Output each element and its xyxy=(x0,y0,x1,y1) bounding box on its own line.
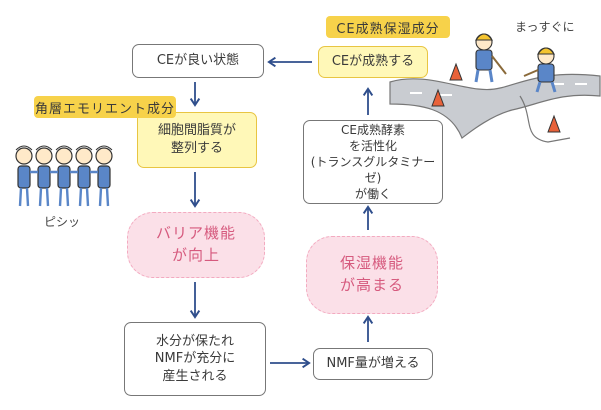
node-barrier-up: バリア機能 が向上 xyxy=(127,212,265,278)
node-enzyme-active: CE成熟酵素 を活性化 (トランスグルタミナーゼ) が働く xyxy=(303,120,443,204)
node-ce-mature: CEが成熟する xyxy=(318,46,428,78)
note-massugu-text: まっすぐに xyxy=(515,20,575,34)
node-nmf-increase: NMF量が増える xyxy=(313,348,433,380)
node-ce-good-state: CEが良い状態 xyxy=(132,44,264,78)
note-massugu: まっすぐに xyxy=(515,18,575,35)
node-lipids-aligned: 細胞間脂質が 整列する xyxy=(137,112,257,168)
node-nmf-produced: 水分が保たれ NMFが充分に 産生される xyxy=(124,322,266,396)
note-pishi-text: ピシッ xyxy=(44,215,81,229)
tag-ce-ingredient: CE成熟保湿成分 xyxy=(326,16,450,38)
node-moisture-up: 保湿機能 が高まる xyxy=(306,236,438,314)
road xyxy=(389,73,601,139)
note-pishi: ピシッ xyxy=(44,213,80,230)
tag-emollient: 角層エモリエント成分 xyxy=(34,96,176,118)
